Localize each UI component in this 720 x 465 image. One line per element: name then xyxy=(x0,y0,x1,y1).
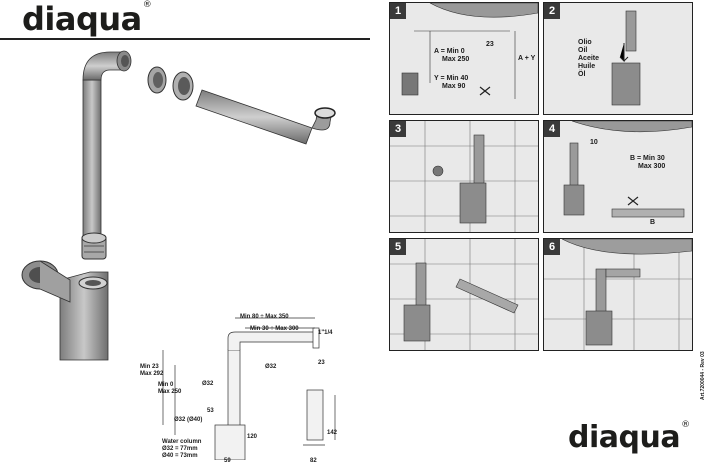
step-number: 3 xyxy=(390,121,406,137)
brand-name: diaqua xyxy=(22,0,142,38)
dim-120: 120 xyxy=(247,434,258,440)
label-y-max: Max 90 xyxy=(442,83,466,90)
panel-1-illustration xyxy=(401,3,538,99)
step-number: 4 xyxy=(544,121,560,137)
step-number: 6 xyxy=(544,239,560,255)
dim-max292: Max 292 xyxy=(140,371,164,377)
step-panel-1: 1 23 A = Min 0 Max 250 Y = Min 40 Max 90… xyxy=(389,2,539,115)
label-ol: Öl xyxy=(578,71,586,78)
label-10: 10 xyxy=(590,139,598,146)
dim-water1: Water column xyxy=(162,439,202,445)
label-b: B xyxy=(650,219,656,226)
label-y-min: Y = Min 40 xyxy=(434,75,469,82)
nut-2 xyxy=(172,71,194,101)
dim-max250: Max 250 xyxy=(158,389,182,395)
connector-piece xyxy=(81,232,107,260)
label-a-min: A = Min 0 xyxy=(434,48,465,55)
label-b-max: Max 300 xyxy=(638,163,666,170)
exploded-parts-illustration xyxy=(21,50,336,361)
step-panel-6: 6 xyxy=(543,238,693,351)
dim-min0: Min 0 xyxy=(158,382,174,388)
label-23: 23 xyxy=(486,41,494,48)
label-a-plus-y: A + Y xyxy=(518,55,536,62)
dim-min80: Min 80 ÷ Max 350 xyxy=(240,314,289,320)
horizontal-pipe xyxy=(195,89,336,145)
label-huile: Huile xyxy=(578,63,596,70)
step-number: 5 xyxy=(390,239,406,255)
step-number: 2 xyxy=(544,3,560,19)
dim-59: 59 xyxy=(224,458,231,464)
vertical-pipe xyxy=(82,50,132,256)
dim-min30: Min 30 ÷ Max 300 xyxy=(250,326,299,332)
step-panel-3: 3 xyxy=(389,120,539,233)
dim-82: 82 xyxy=(310,458,317,464)
panel-5-illustration xyxy=(390,239,538,350)
dim-142: 142 xyxy=(327,430,338,436)
step-panel-2: 2 Olio Oil Aceite Huile Öl xyxy=(543,2,693,115)
panel-6-illustration xyxy=(544,239,692,350)
dim-water3: Ø40 = 73mm xyxy=(162,453,198,459)
label-a-max: Max 250 xyxy=(442,56,470,63)
dim-quarter: 1"1/4 xyxy=(318,330,333,336)
step-panel-5: 5 xyxy=(389,238,539,351)
brand-name: diaqua xyxy=(568,420,681,455)
label-b-min: B = Min 30 xyxy=(630,155,665,162)
header-rule xyxy=(0,38,370,40)
label-olio: Olio xyxy=(578,39,592,46)
dim-d3240: Ø32 (Ø40) xyxy=(174,417,203,423)
panel-2-illustration xyxy=(611,10,641,106)
registered-mark: ® xyxy=(142,0,152,10)
label-oil: Oil xyxy=(578,47,588,54)
panel-3-illustration xyxy=(390,121,538,232)
dim-53: 53 xyxy=(207,408,214,414)
step-panel-4: 4 10 B = Min 30 Max 300 B xyxy=(543,120,693,233)
label-aceite: Aceite xyxy=(578,55,600,62)
panel-4-illustration xyxy=(563,121,692,218)
trap-body xyxy=(21,260,109,361)
dim-d32b: Ø32 xyxy=(265,364,277,370)
dimension-drawing xyxy=(162,317,336,460)
dim-d32a: Ø32 xyxy=(202,381,214,387)
dim-water2: Ø32 = 77mm xyxy=(162,446,198,452)
brand-logo-bottom: diaqua® xyxy=(568,420,690,455)
step-number: 1 xyxy=(390,3,406,19)
registered-mark: ® xyxy=(681,420,690,430)
dim-min23: Min 23 xyxy=(140,364,159,370)
dim-23: 23 xyxy=(318,360,325,366)
nut-1 xyxy=(147,66,167,94)
article-code: Art.7200044 - Rev 03 xyxy=(700,351,706,400)
brand-logo-top: diaqua® xyxy=(22,0,152,38)
